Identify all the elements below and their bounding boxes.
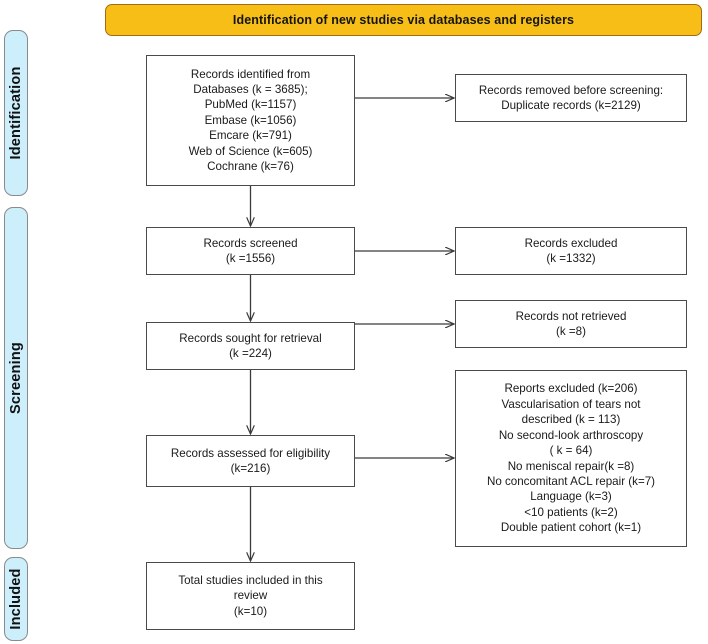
box-records-excluded: Records excluded (k =1332)	[455, 227, 687, 275]
box-line: Records not retrieved	[515, 309, 627, 323]
box-line: Records sought for retrieval	[179, 331, 322, 345]
box-reports-excluded: Reports excluded (k=206) Vascularisation…	[455, 370, 687, 547]
box-line: (k=10)	[233, 604, 268, 618]
box-line: ( k = 64)	[549, 444, 593, 458]
box-line: (k =1332)	[546, 252, 596, 265]
box-line: Embase (k=1056)	[204, 113, 297, 127]
box-line: No second-look arthroscopy	[498, 428, 644, 442]
banner-identification-databases: Identification of new studies via databa…	[105, 4, 702, 36]
box-records-sought-for-retrieval: Records sought for retrieval (k =224)	[146, 322, 355, 370]
box-line: Language (k=3)	[530, 490, 612, 504]
box-line: Cochrane (k=76)	[207, 160, 294, 174]
box-line: (k =224)	[229, 347, 272, 360]
box-line: (k =1556)	[225, 252, 276, 265]
box-line: Databases (k = 3685);	[193, 82, 308, 96]
box-total-studies-included: Total studies included in this review (k…	[146, 562, 355, 630]
box-line: (k =8)	[556, 325, 586, 338]
box-line: Records screened	[203, 236, 298, 250]
box-line: review	[233, 589, 268, 603]
box-line: Records excluded	[524, 236, 618, 250]
box-line: Double patient cohort (k=1)	[500, 521, 642, 535]
box-line: Duplicate records (k=2129)	[501, 99, 641, 112]
box-line: (k=216)	[230, 462, 271, 475]
box-line: Reports excluded (k=206)	[504, 382, 638, 396]
box-line: No concomitant ACL repair (k=7)	[486, 474, 656, 488]
box-line: Vascularisation of tears not	[501, 397, 641, 411]
box-records-not-retrieved: Records not retrieved (k =8)	[455, 300, 687, 348]
stage-tab-identification: Identification	[4, 30, 28, 196]
box-line: Web of Science (k=605)	[188, 144, 313, 158]
box-line: described (k = 113)	[521, 413, 621, 427]
box-line: Records assessed for eligibility	[170, 446, 331, 460]
banner-title: Identification of new studies via databa…	[232, 13, 575, 27]
box-records-removed-before-screening: Records removed before screening: Duplic…	[455, 74, 687, 122]
box-line: Total studies included in this	[178, 573, 323, 587]
box-line: No meniscal repair(k =8)	[507, 459, 635, 473]
stage-tab-included: Included	[4, 557, 28, 641]
box-line: Records identified from	[190, 67, 311, 81]
box-records-assessed-for-eligibility: Records assessed for eligibility (k=216)	[146, 435, 355, 487]
box-line: Emcare (k=791)	[209, 129, 292, 143]
stage-tab-screening: Screening	[4, 207, 28, 549]
box-line: Records removed before screening:	[478, 83, 664, 97]
box-records-identified: Records identified from Databases (k = 3…	[146, 55, 355, 186]
box-line: <10 patients (k=2)	[524, 505, 618, 519]
box-records-screened: Records screened (k =1556)	[146, 227, 355, 275]
box-line: PubMed (k=1157)	[204, 98, 297, 112]
